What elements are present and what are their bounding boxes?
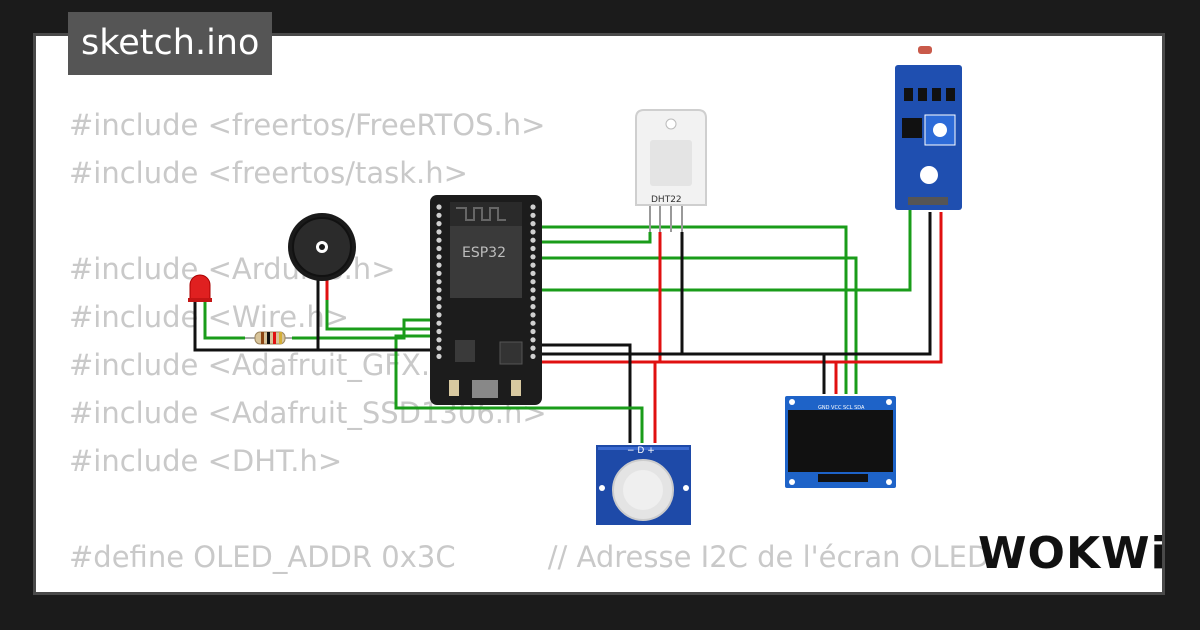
wire-dht-green <box>538 232 652 244</box>
resistor[interactable] <box>245 331 292 345</box>
ldr-module[interactable] <box>895 46 962 210</box>
esp32-pin[interactable] <box>436 270 442 276</box>
esp32-pin[interactable] <box>530 320 536 326</box>
esp32-pin[interactable] <box>436 221 442 227</box>
esp32-pin[interactable] <box>530 312 536 318</box>
pir-pin-labels: − D + <box>627 446 655 456</box>
wire-buzzer-sig <box>325 300 436 331</box>
esp32-pin[interactable] <box>436 328 442 335</box>
esp32-pin[interactable] <box>530 345 536 351</box>
wires <box>193 202 943 443</box>
esp32-pin[interactable] <box>436 237 442 243</box>
esp32-pin[interactable] <box>530 204 536 210</box>
dht22-sensor[interactable]: DHT22 <box>635 109 707 232</box>
esp32-pin[interactable] <box>530 328 536 335</box>
esp32-pin[interactable] <box>436 353 442 359</box>
esp32-pin[interactable] <box>436 254 442 260</box>
red-led[interactable] <box>188 274 212 302</box>
esp32-pin[interactable] <box>436 304 442 310</box>
esp32-pin[interactable] <box>436 337 442 343</box>
esp32-pin[interactable] <box>530 262 536 268</box>
code-line: #include <Wire.h> <box>69 300 350 334</box>
wire-oled-sda <box>538 256 858 394</box>
code-line: #include <DHT.h> <box>69 444 343 478</box>
esp32-pin[interactable] <box>530 237 536 243</box>
wire-pir-out <box>394 334 644 443</box>
code-line: #define OLED_ADDR 0x3C // Adresse I2C de… <box>69 540 990 574</box>
esp32-pin[interactable] <box>530 229 536 235</box>
esp32-pin[interactable] <box>436 295 442 301</box>
file-tab[interactable]: sketch.ino <box>68 12 273 75</box>
esp32-pin[interactable] <box>436 312 442 318</box>
pir-sensor[interactable]: − D + <box>596 445 691 525</box>
buzzer[interactable] <box>288 213 356 281</box>
esp32-pin[interactable] <box>530 221 536 227</box>
esp32-pin[interactable] <box>436 320 442 326</box>
wire-ldr-do <box>538 202 912 292</box>
wokwi-logo: WOKWi <box>978 528 1167 579</box>
oled-display[interactable]: GND VCC SCL SDA <box>785 396 896 488</box>
wire-gnd-black-1 <box>538 212 932 356</box>
esp32-pin[interactable] <box>530 279 536 285</box>
esp32-pin[interactable] <box>436 229 442 235</box>
esp32-pin[interactable] <box>530 287 536 293</box>
esp32-pin[interactable] <box>436 287 442 293</box>
code-line: #define OLED_SDA 21 // Broche SDA (Data)… <box>69 588 975 592</box>
esp32-pin[interactable] <box>436 245 442 252</box>
wire-power-red-1 <box>538 212 943 364</box>
code-line: #include <Adafruit_GFX.h> <box>69 348 473 382</box>
esp32-pin[interactable] <box>436 279 442 285</box>
wire-dht-data <box>538 225 848 394</box>
esp32-pin[interactable] <box>530 254 536 260</box>
esp32-pin[interactable] <box>530 353 536 359</box>
esp32-label: ESP32 <box>462 245 506 261</box>
wire-pir-gnd <box>538 343 632 443</box>
wire-led-anode <box>200 298 245 340</box>
oled-pin-labels: GND VCC SCL SDA <box>818 405 865 411</box>
esp32-pin[interactable] <box>436 262 442 268</box>
code-line: #include <freertos/task.h> <box>69 156 468 190</box>
esp32-pin[interactable] <box>530 212 536 218</box>
dht22-label: DHT22 <box>651 195 682 205</box>
esp32-pin[interactable] <box>530 295 536 301</box>
esp32-pin[interactable] <box>436 204 442 210</box>
wire-left-gnd <box>193 300 436 352</box>
esp32-pin[interactable] <box>530 270 536 276</box>
code-line: #include <freertos/FreeRTOS.h> <box>69 108 546 142</box>
esp32-pin[interactable] <box>530 304 536 310</box>
esp32-pin[interactable] <box>436 212 442 218</box>
esp32-pin[interactable] <box>530 245 536 252</box>
esp32-board[interactable]: ESP32 <box>430 195 542 405</box>
esp32-pin[interactable] <box>436 345 442 351</box>
esp32-pin[interactable] <box>530 337 536 343</box>
